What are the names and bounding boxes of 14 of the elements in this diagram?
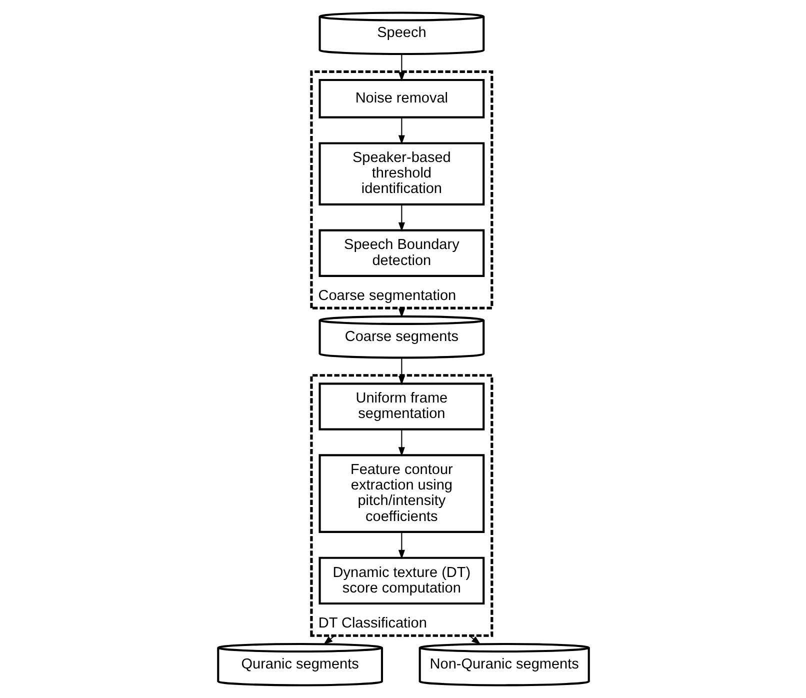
node-box: Feature contour extraction using pitch/intensity coefficients <box>318 454 484 533</box>
node-box: Dynamic texture (DT) score computation <box>318 556 484 605</box>
arrow <box>398 358 404 386</box>
arrow <box>398 204 404 232</box>
node-box: Speaker-based threshold identification <box>318 142 484 206</box>
arrow <box>398 54 404 82</box>
arrow <box>322 635 335 645</box>
node-box: Noise removal <box>318 78 484 118</box>
node-box: Uniform frame segmentation <box>318 382 484 430</box>
arrow <box>398 532 404 560</box>
node-box: Speech Boundary detection <box>318 229 484 277</box>
arrow <box>398 117 404 145</box>
arrow <box>398 429 404 456</box>
arrow <box>468 635 480 645</box>
